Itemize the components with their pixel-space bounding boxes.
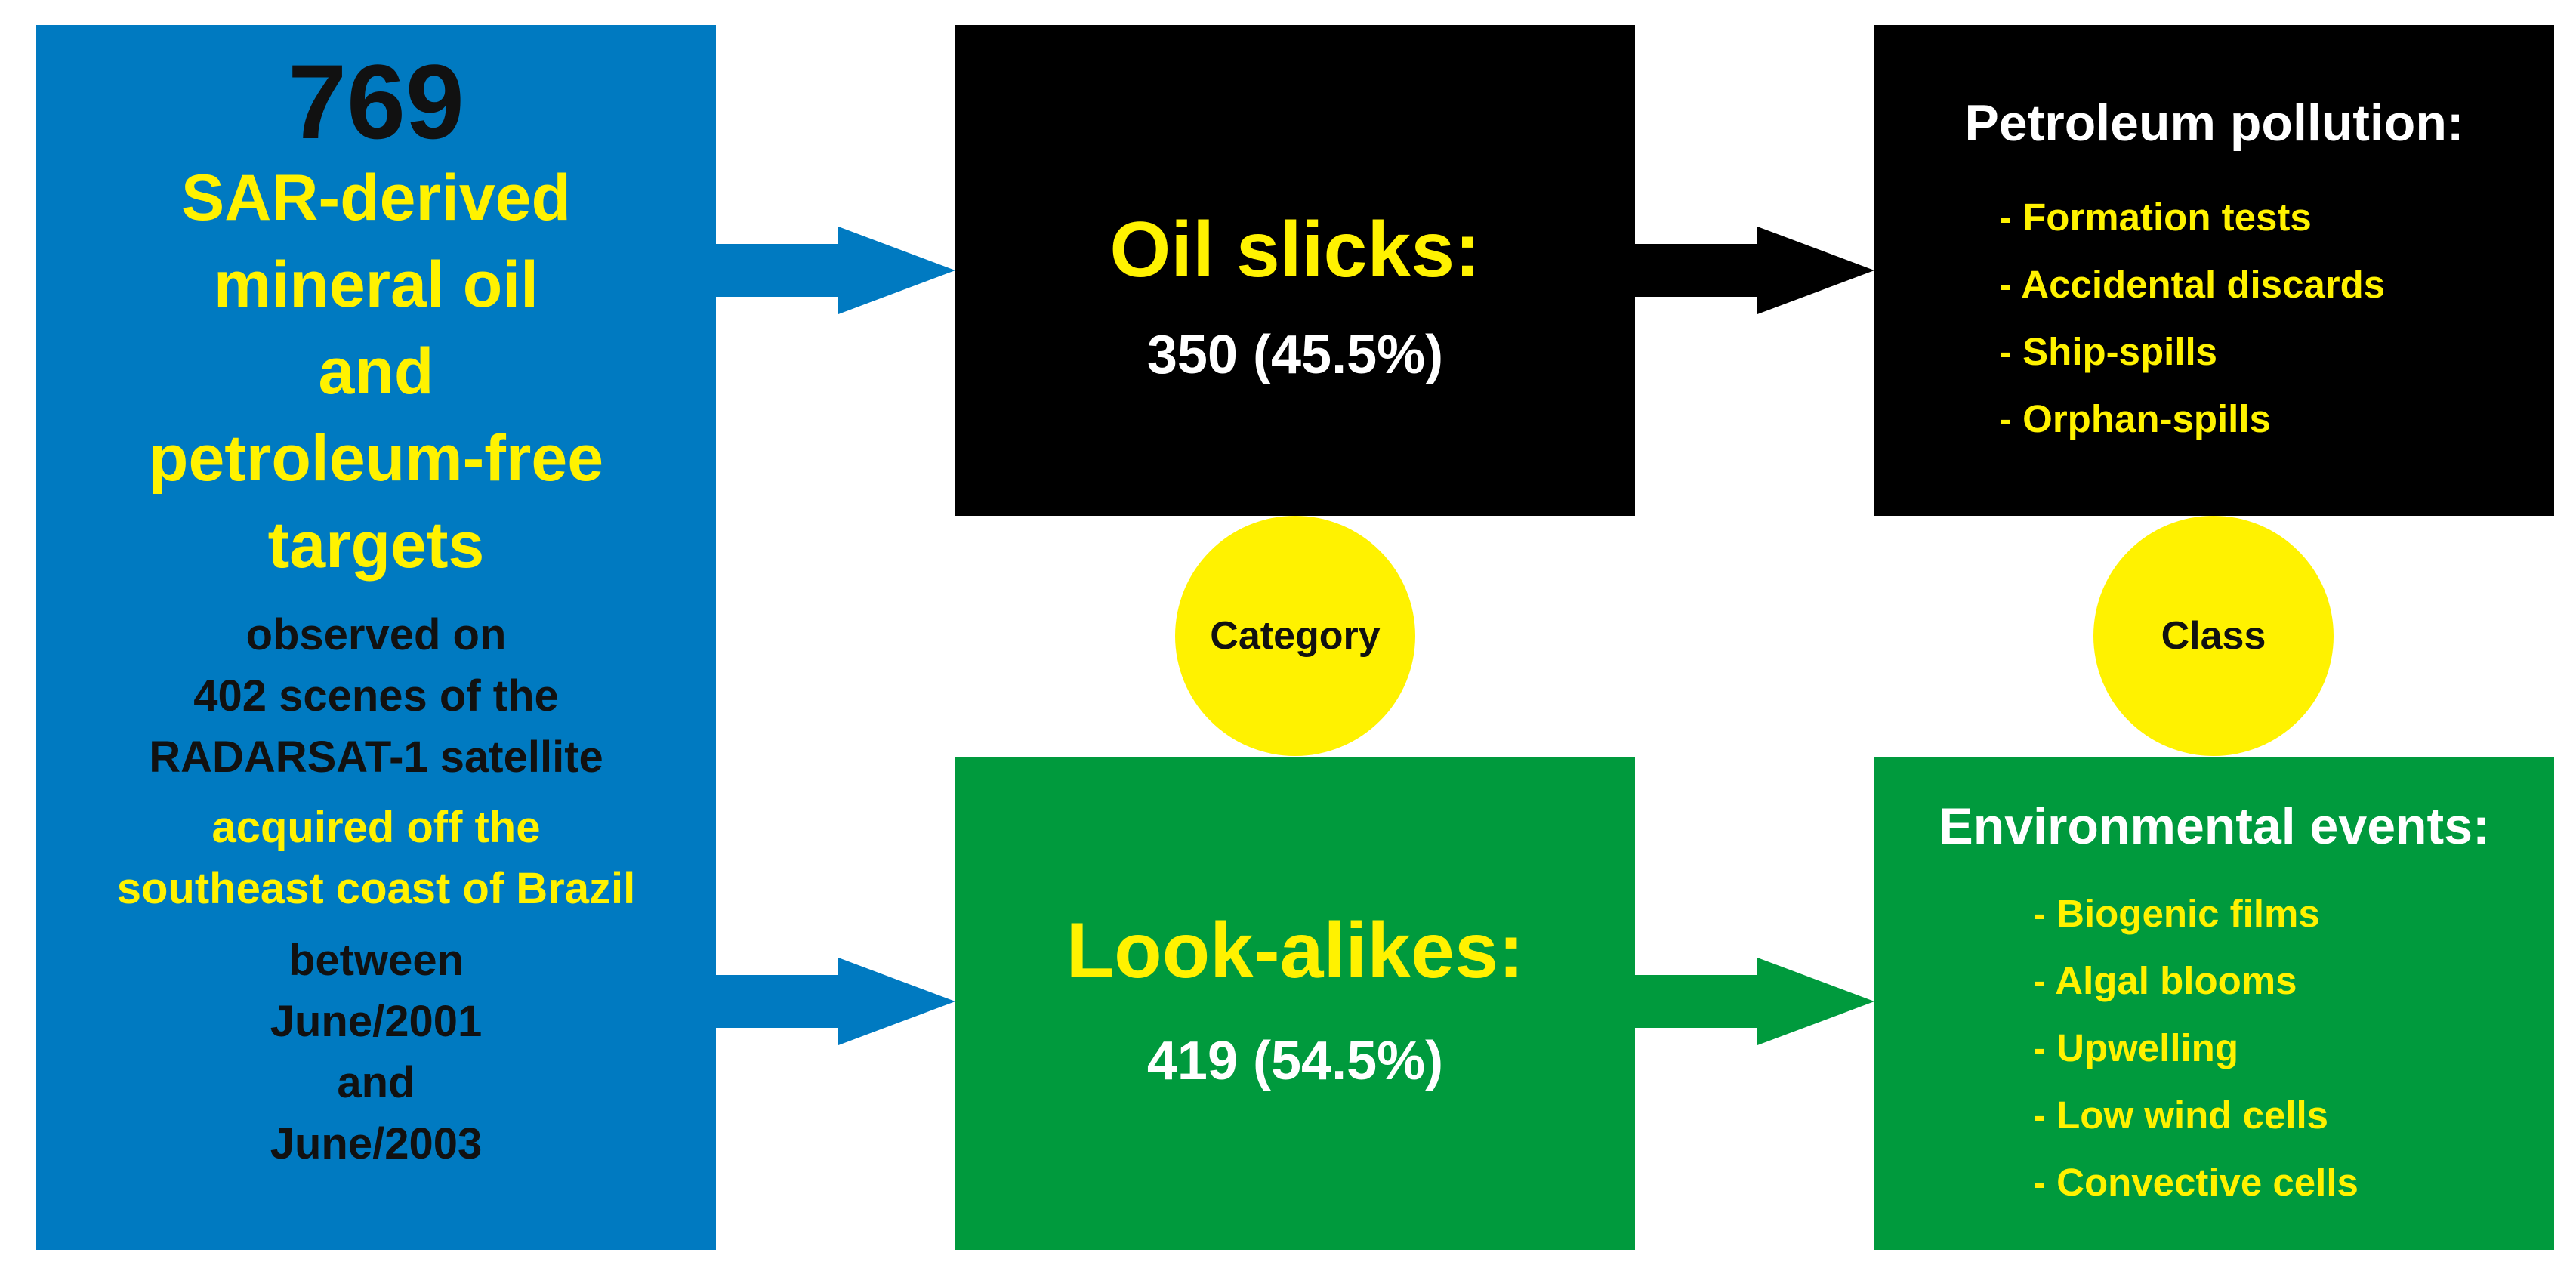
source-observed-text: observed on 402 scenes of the RADARSAT-1… xyxy=(149,604,603,788)
source-heading-line: SAR-derived xyxy=(180,162,572,234)
arrow-source-to-oil-slicks xyxy=(716,227,955,314)
source-heading-line: and xyxy=(318,335,434,408)
source-heading-line: petroleum-free xyxy=(148,422,604,495)
arrow-look-alikes-to-environmental xyxy=(1635,958,1874,1045)
oil-slicks-title: Oil slicks: xyxy=(1109,206,1481,294)
look-alikes-count: 419 (54.5%) xyxy=(1146,1031,1444,1091)
environmental-events-title: Environmental events: xyxy=(1939,798,2490,855)
acquired-line: acquired off the xyxy=(211,803,541,852)
oil-slicks-count: 350 (45.5%) xyxy=(1146,325,1444,385)
list-item: - Biogenic films xyxy=(2033,892,2320,935)
list-item: - Algal blooms xyxy=(2033,959,2297,1002)
source-period-text: between June/2001 and June/2003 xyxy=(270,930,483,1174)
source-heading-line: targets xyxy=(267,509,485,582)
look-alikes-title: Look-alikes: xyxy=(1066,907,1525,995)
petroleum-pollution-list: - Formation tests - Accidental discards … xyxy=(1999,184,2385,452)
period-line: June/2001 xyxy=(270,997,483,1046)
list-item: - Convective cells xyxy=(2033,1161,2359,1204)
total-target-count: 769 xyxy=(288,42,464,161)
list-item: - Low wind cells xyxy=(2033,1094,2329,1137)
source-heading-line: mineral oil xyxy=(213,248,539,321)
category-label-circle: Category xyxy=(1175,516,1415,756)
source-acquired-text: acquired off the southeast coast of Braz… xyxy=(117,797,635,919)
arrow-oil-slicks-to-pollution xyxy=(1635,227,1874,314)
observed-line: observed on xyxy=(245,610,507,659)
period-line: and xyxy=(337,1058,415,1107)
period-line: between xyxy=(288,936,464,985)
source-heading: SAR-derived mineral oil and petroleum-fr… xyxy=(149,155,603,589)
category-label: Category xyxy=(1210,614,1381,658)
period-line: June/2003 xyxy=(270,1119,483,1168)
petroleum-pollution-title: Petroleum pollution: xyxy=(1964,94,2464,152)
environmental-events-box: Environmental events: - Biogenic films -… xyxy=(1874,757,2554,1250)
class-label: Class xyxy=(2161,614,2266,658)
arrow-source-to-look-alikes xyxy=(716,958,955,1045)
class-label-circle: Class xyxy=(2093,516,2334,756)
observed-line: RADARSAT-1 satellite xyxy=(149,733,603,782)
list-item: - Upwelling xyxy=(2033,1026,2238,1069)
environmental-events-list: - Biogenic films - Algal blooms - Upwell… xyxy=(2033,880,2359,1216)
look-alikes-box: Look-alikes: 419 (54.5%) xyxy=(955,757,1635,1250)
observed-line: 402 scenes of the xyxy=(193,671,559,720)
oil-slicks-box: Oil slicks: 350 (45.5%) xyxy=(955,25,1635,516)
list-item: - Orphan-spills xyxy=(1999,397,2271,440)
acquired-line: southeast coast of Brazil xyxy=(116,864,636,913)
list-item: - Formation tests xyxy=(1999,196,2312,239)
petroleum-pollution-box: Petroleum pollution: - Formation tests -… xyxy=(1874,25,2554,516)
list-item: - Ship-spills xyxy=(1999,330,2218,373)
list-item: - Accidental discards xyxy=(1999,263,2386,306)
source-dataset-box: 769 SAR-derived mineral oil and petroleu… xyxy=(36,25,716,1250)
